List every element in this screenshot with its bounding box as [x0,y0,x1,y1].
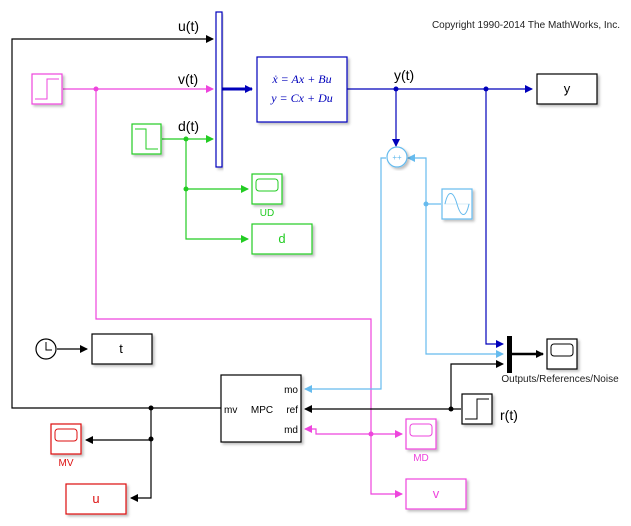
ud-scope-block[interactable] [251,173,283,205]
v-output-label: v [433,486,440,501]
plant-state-space-block[interactable] [256,56,348,123]
junction-dot [148,436,154,442]
noise-sum-block[interactable] [386,146,408,168]
junction-dot [368,431,374,437]
noise-sine-block[interactable] [441,188,473,220]
mv-to-scope-line[interactable] [85,408,152,444]
outputs-mux-block[interactable] [507,336,512,373]
plant-equation-2: y = Cx + Du [270,91,333,105]
sum-to-mpc-mo-line[interactable] [304,157,386,393]
noise-to-sum-line[interactable] [407,154,427,204]
v-output-block[interactable] [405,478,467,510]
scope-screen-icon [409,423,433,437]
d-step-block[interactable] [131,123,162,155]
d-signal-label: d(t) [178,118,199,134]
plant-equation-1: ẋ = Ax + Bu [271,72,331,86]
t-output-block[interactable] [91,333,153,365]
scope-screen-icon [550,343,574,357]
step-icon [35,78,59,100]
step-icon [465,398,489,420]
junction-dot [148,405,154,411]
y-output-block[interactable] [536,73,598,105]
d-to-d-out-line[interactable] [185,189,249,243]
v-signal-label: v(t) [178,71,198,87]
mpc-md-port-label: md [284,425,298,436]
junction-dot [183,186,189,192]
mpc-controller-block[interactable] [220,374,302,443]
md-scope-label: MD [413,453,429,464]
u-output-label: u [92,491,99,506]
r-to-outputs-mux-line[interactable] [450,360,504,409]
v-to-v-out-line[interactable] [95,89,403,498]
noise-to-outputs-mux-line[interactable] [425,204,504,358]
mpc-ref-port-label: ref [286,405,298,416]
clock-block[interactable] [35,338,57,360]
u-signal-line[interactable] [11,35,221,409]
scope-screen-icon [255,178,279,192]
mpc-mo-port-label: mo [284,385,298,396]
y-output-label: y [564,81,571,96]
ud-scope-label: UD [260,208,274,219]
t-output-label: t [119,341,123,356]
mpc-mv-port-label: mv [224,405,237,416]
d-output-label: d [278,231,285,246]
u-output-block[interactable] [65,483,127,515]
copyright-text: Copyright 1990-2014 The MathWorks, Inc. [432,20,620,31]
mv-to-u-line[interactable] [130,440,152,502]
md-scope-block[interactable] [405,418,437,450]
v-step-block[interactable] [31,73,63,105]
v-to-mpc-md-line[interactable] [304,425,371,435]
outputs-scope-label: Outputs/References/Noise [501,374,619,385]
r-step-block[interactable] [461,393,493,425]
y-to-outputs-mux-line[interactable] [485,89,504,348]
d-output-block[interactable] [251,223,313,255]
sum-signs: ++ [392,153,402,162]
r-signal-label: r(t) [500,407,518,423]
clock-icon [45,342,52,351]
mpc-name-label: MPC [251,405,273,416]
mv-scope-block[interactable] [50,423,82,455]
input-mux-block[interactable] [215,11,223,168]
y-signal-label: y(t) [394,67,414,83]
step-down-icon [135,128,158,150]
outputs-scope-block[interactable] [546,338,578,370]
scope-screen-icon [54,428,78,442]
sine-wave-icon [444,193,470,215]
mv-scope-label: MV [59,458,74,469]
u-signal-label: u(t) [178,18,199,34]
